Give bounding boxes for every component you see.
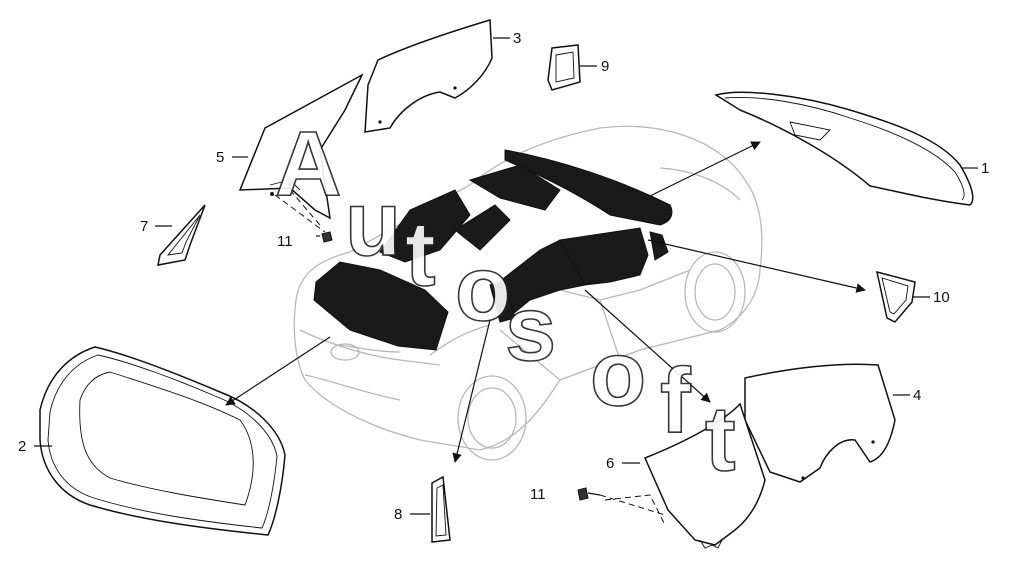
watermark-letter: o <box>455 238 511 340</box>
watermark-letter: f <box>660 350 691 452</box>
callout-10: 10 <box>933 289 950 306</box>
arrows <box>225 141 866 463</box>
callout-7: 7 <box>140 218 148 235</box>
callout-9: 9 <box>601 58 609 75</box>
vent-glass-part-7 <box>157 204 206 266</box>
front-door-glass-part-3 <box>364 19 493 133</box>
watermark-letter: o <box>590 323 646 425</box>
quarter-glass-part-10 <box>876 270 916 323</box>
quarter-glass-part-5 <box>238 73 364 220</box>
windshield-part-1 <box>714 91 974 206</box>
bolt-11-lower <box>577 487 601 501</box>
car-body-outline <box>293 125 763 461</box>
callout-11-lower: 11 <box>530 486 546 503</box>
watermark-letter: t <box>705 388 736 490</box>
bolt-11-upper <box>316 231 333 243</box>
leader-lines <box>34 37 978 515</box>
callout-4: 4 <box>913 387 921 404</box>
callout-5: 5 <box>216 149 224 166</box>
callout-6: 6 <box>606 455 614 472</box>
car-glazing <box>313 149 673 351</box>
dashed-fastener-lines <box>274 189 666 526</box>
callout-3: 3 <box>513 30 521 47</box>
callout-1: 1 <box>981 160 989 177</box>
callouts: 1 2 3 4 5 6 7 8 9 10 11 11 <box>18 30 989 523</box>
back-glass-part-2 <box>39 346 286 536</box>
rear-door-glass-part-4 <box>744 363 896 483</box>
watermark-letter: A <box>275 113 341 215</box>
watermark-letter: s <box>505 278 556 380</box>
callout-11-upper: 11 <box>277 233 293 250</box>
pillar-glass-part-8 <box>431 475 451 543</box>
callout-8: 8 <box>394 506 402 523</box>
watermark: A u t o s o f t <box>274 112 736 491</box>
watermark-letter: t <box>405 203 436 305</box>
door-glass-part-6 <box>643 402 766 549</box>
watermark-letter: u <box>345 173 401 275</box>
callout-2: 2 <box>18 438 26 455</box>
small-glass-part-9 <box>547 44 581 91</box>
